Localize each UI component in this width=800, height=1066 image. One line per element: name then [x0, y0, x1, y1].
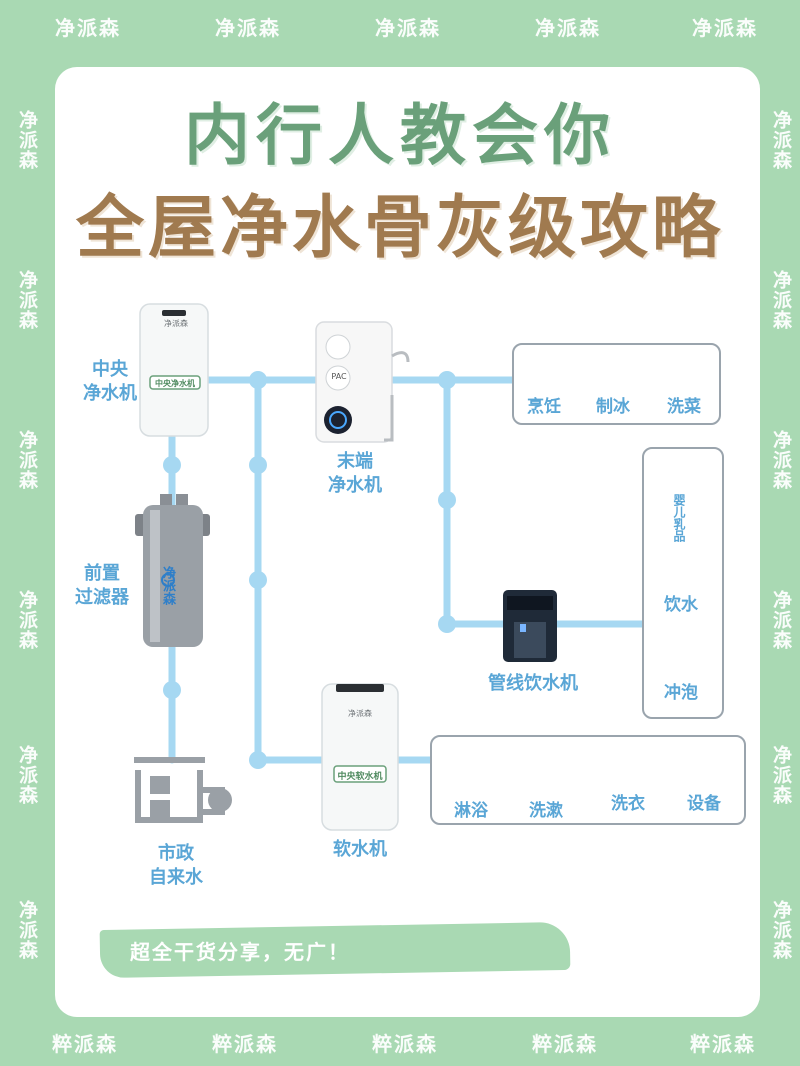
pre-filter-label: 前置 过滤器 [75, 563, 129, 608]
terminal-button: PAC [331, 372, 347, 381]
watermark-right: 净派森 [770, 430, 792, 490]
watermark-left: 净派森 [16, 270, 38, 330]
use-laundry: 洗衣 [611, 794, 645, 814]
central-sticker: 中央净水机 [155, 379, 195, 388]
pipe-joint [249, 751, 267, 769]
softener-sticker: 中央软水机 [337, 772, 383, 782]
watermark-top: 净派森 [535, 16, 601, 40]
use-shower: 淋浴 [454, 801, 488, 821]
watermark-left: 净派森 [16, 745, 38, 805]
central-purifier-device [139, 303, 209, 437]
central-purifier-label: 中央 净水机 [83, 359, 137, 404]
kitchen-uses-box [512, 343, 721, 425]
watermark-bottom: 粹派森 [690, 1032, 756, 1056]
banner-text: 超全干货分享，无广！ [130, 940, 350, 964]
watermark-bottom: 粹派森 [372, 1032, 438, 1056]
watermark-bottom: 粹派森 [212, 1032, 278, 1056]
central-brand: 净派森 [164, 319, 188, 328]
pipe-joint [163, 456, 181, 474]
watermark-top: 净派森 [215, 16, 281, 40]
watermark-top: 净派森 [692, 16, 758, 40]
terminal-purifier-label: 末端 净水机 [328, 451, 382, 496]
softener-brand: 净派森 [348, 709, 372, 718]
soft-water-uses-box [430, 735, 746, 825]
pipeline-dispenser-device [503, 590, 557, 662]
pre-filter-brand: 净派森 [160, 566, 175, 605]
softener-label: 软水机 [333, 839, 387, 860]
pipe-joint [249, 456, 267, 474]
use-washing-up: 洗漱 [529, 801, 563, 821]
pre-filter-device [135, 494, 210, 647]
watermark-bottom: 粹派森 [532, 1032, 598, 1056]
pipe-joint [249, 371, 267, 389]
softener-device [321, 683, 399, 831]
use-baby-formula: 婴儿乳品 [672, 494, 686, 542]
use-appliances: 设备 [687, 794, 721, 814]
use-brewing: 冲泡 [664, 683, 698, 703]
watermark-right: 净派森 [770, 900, 792, 960]
use-wash-vegetables: 洗菜 [667, 397, 701, 417]
watermark-left: 净派森 [16, 900, 38, 960]
title-line-1: 内行人教会你 [184, 97, 616, 174]
watermark-top: 净派森 [55, 16, 121, 40]
pipe-joint [438, 491, 456, 509]
drink-uses-box [642, 447, 724, 719]
watermark-right: 净派森 [770, 270, 792, 330]
title-line-2: 全屋净水骨灰级攻略 [75, 189, 724, 268]
terminal-purifier-device [315, 321, 410, 443]
use-ice: 制冰 [596, 397, 630, 417]
tap-water-label: 市政 自来水 [149, 843, 203, 888]
pipe-joint [438, 371, 456, 389]
pipe-joint [163, 681, 181, 699]
watermark-left: 净派森 [16, 110, 38, 170]
watermark-right: 净派森 [770, 590, 792, 650]
watermark-left: 净派森 [16, 430, 38, 490]
watermark-right: 净派森 [770, 110, 792, 170]
tap-water-building [134, 757, 232, 823]
watermark-right: 净派森 [770, 745, 792, 805]
use-cooking: 烹饪 [527, 397, 561, 417]
watermark-left: 净派森 [16, 590, 38, 650]
watermark-bottom: 粹派森 [52, 1032, 118, 1056]
pipe-joint [249, 571, 267, 589]
pipeline-dispenser-label: 管线饮水机 [488, 673, 578, 694]
pipe-joint [438, 615, 456, 633]
use-drinking: 饮水 [664, 595, 698, 615]
watermark-top: 净派森 [375, 16, 441, 40]
